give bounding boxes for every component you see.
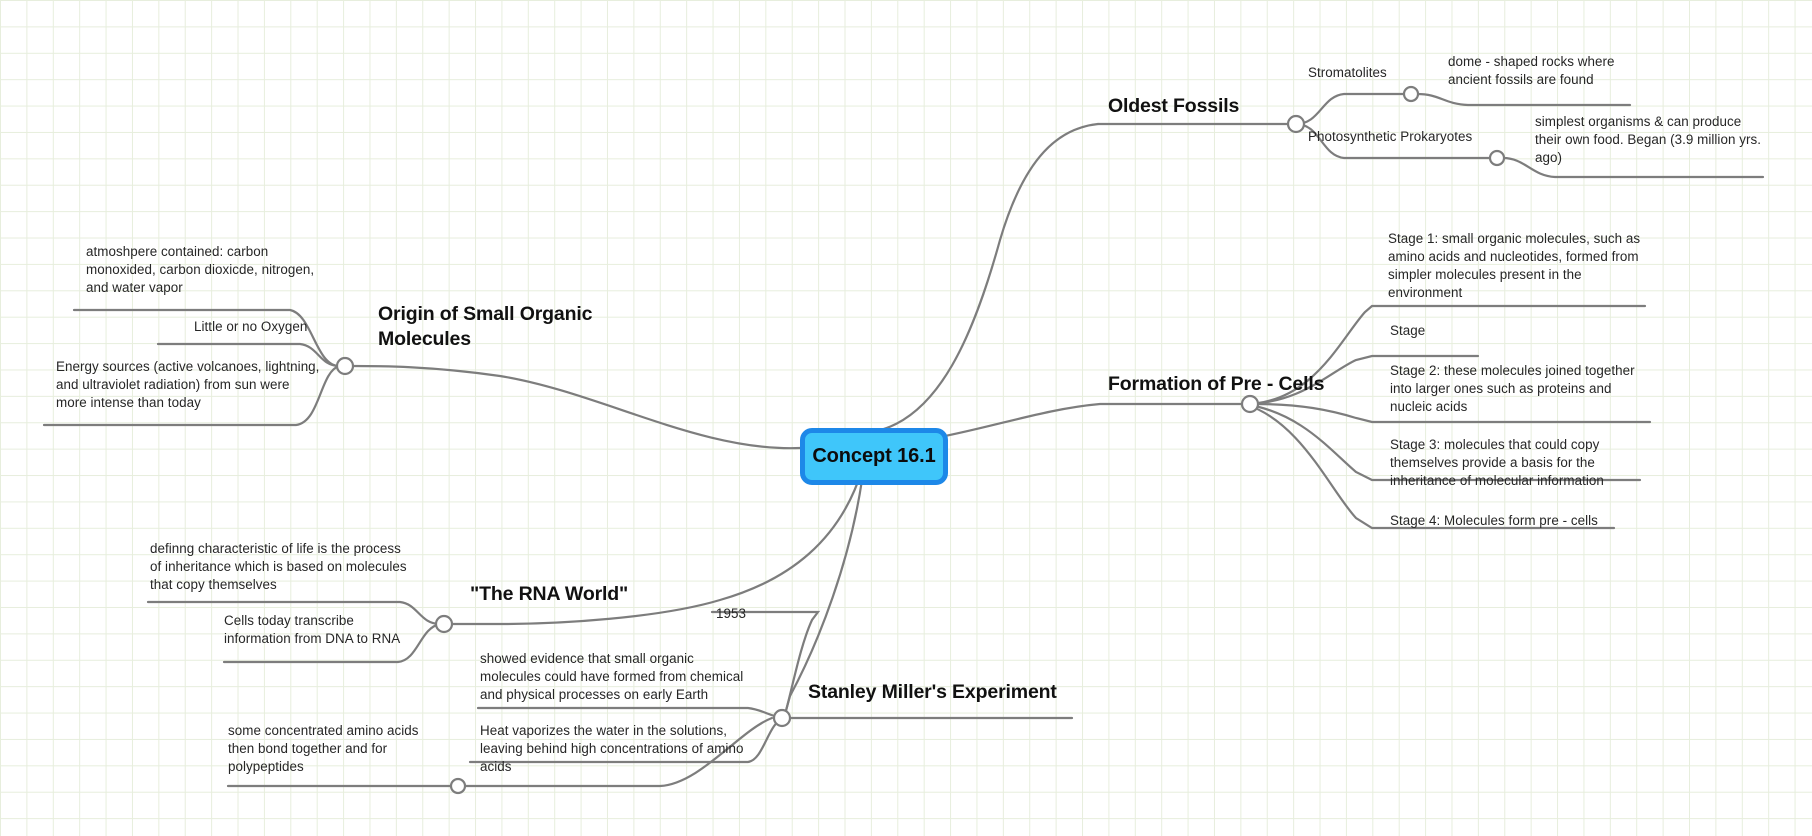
hub-polypeptides[interactable] [449, 777, 467, 795]
node-year-1953[interactable]: 1953 [716, 606, 746, 621]
node-stage-4[interactable]: Stage 4: Molecules form pre - cells [1390, 513, 1598, 528]
branch-title-stanley-millers-experiment[interactable]: Stanley Miller's Experiment [808, 681, 1057, 703]
node-stage-1[interactable]: Stage 1: small organic molecules, such a… [1388, 231, 1641, 300]
node-atmosphere-composition[interactable]: atmoshpere contained: carbon monoxided, … [86, 244, 315, 295]
node-stage-3[interactable]: Stage 3: molecules that could copy thems… [1390, 437, 1604, 488]
node-energy-sources[interactable]: Energy sources (active volcanoes, lightn… [56, 359, 320, 410]
hub-stromatolites[interactable] [1402, 85, 1420, 103]
node-stage-2[interactable]: Stage 2: these molecules joined together… [1390, 363, 1635, 414]
root-node-label: Concept 16.1 [812, 445, 936, 467]
node-stromatolites[interactable]: Stromatolites [1308, 65, 1387, 80]
wire-stanley-to-evidence [476, 706, 786, 720]
wire-root-oldest-fossils [870, 122, 1100, 434]
node-concentrated-amino-acids[interactable]: some concentrated amino acids then bond … [228, 723, 419, 774]
branch-title-origin-of-small-organic-molecules[interactable]: Origin of Small Organic Molecules [378, 303, 593, 350]
node-little-or-no-oxygen[interactable]: Little or no Oxygen [194, 319, 308, 334]
branch-title-the-rna-world[interactable]: "The RNA World" [470, 583, 629, 605]
node-prokaryotes-detail[interactable]: simplest organisms & can produce their o… [1535, 114, 1761, 165]
hub-stanley-millers-experiment[interactable] [772, 708, 792, 728]
node-stage[interactable]: Stage [1390, 323, 1426, 338]
wire-root-origin [350, 364, 802, 450]
root-node[interactable]: Concept 16.1 [800, 428, 948, 485]
node-stromatolites-detail[interactable]: dome - shaped rocks where ancient fossil… [1448, 54, 1615, 87]
node-photosynthetic-prokaryotes[interactable]: Photosynthetic Prokaryotes [1308, 129, 1473, 144]
hub-photosynthetic-prokaryotes[interactable] [1488, 149, 1506, 167]
branch-title-formation-of-pre-cells[interactable]: Formation of Pre - Cells [1108, 373, 1325, 395]
node-defining-characteristic[interactable]: definng characteristic of life is the pr… [150, 541, 407, 592]
wire-stromatolites-to-detail [1415, 92, 1632, 107]
node-cells-transcribe[interactable]: Cells today transcribe information from … [224, 613, 401, 646]
hub-formation-of-pre-cells[interactable] [1240, 394, 1260, 414]
node-showed-evidence[interactable]: showed evidence that small organic molec… [480, 651, 744, 702]
branch-title-oldest-fossils[interactable]: Oldest Fossils [1108, 95, 1240, 117]
node-heat-vaporizes[interactable]: Heat vaporizes the water in the solution… [480, 723, 744, 774]
hub-the-rna-world[interactable] [434, 614, 454, 634]
hub-origin-of-small-organic-molecules[interactable] [335, 356, 355, 376]
